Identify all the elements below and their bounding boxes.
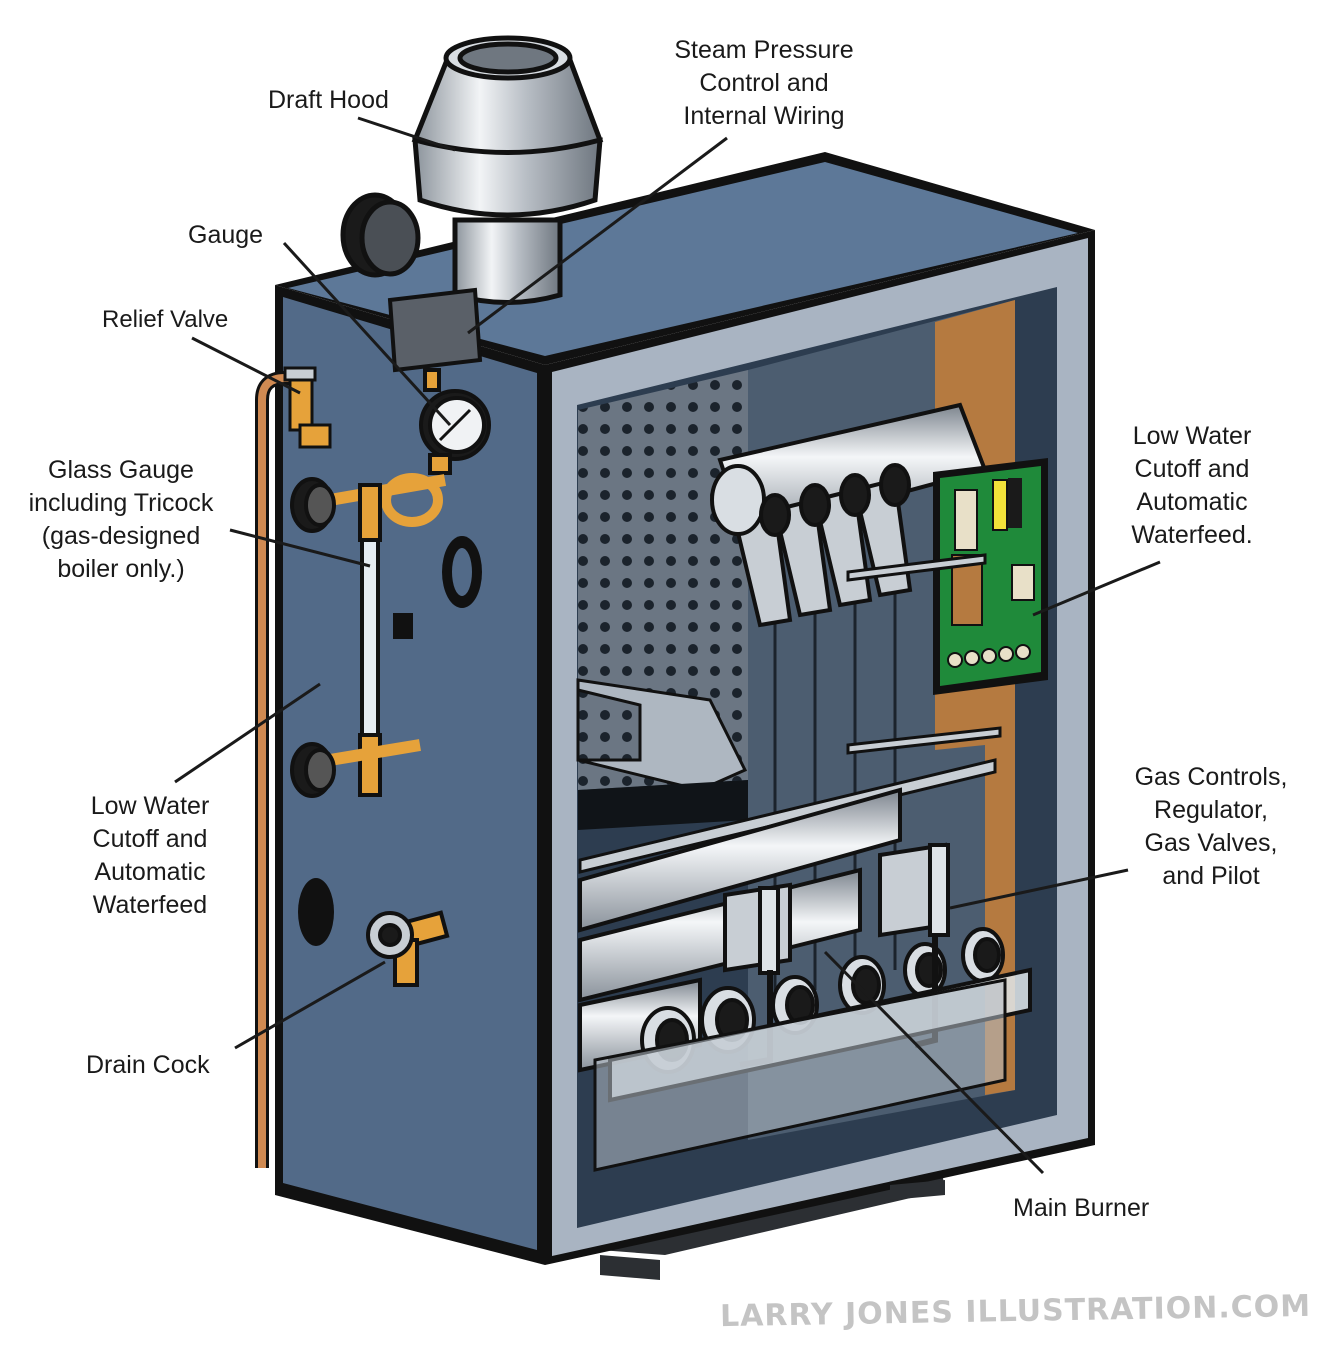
- leader-low-water-right: [1032, 560, 1161, 617]
- leader-relief-valve: [191, 336, 301, 395]
- leader-drain-cock: [234, 960, 386, 1050]
- label-main-burner: Main Burner: [1013, 1194, 1150, 1222]
- draft-hood: [411, 35, 604, 305]
- leader-draft-hood: [357, 116, 456, 152]
- leader-glass-gauge: [229, 528, 371, 568]
- top-port: [340, 192, 421, 278]
- heat-exchanger-manifold: [710, 402, 988, 628]
- burner-tray: [593, 967, 1032, 1172]
- label-steam-pressure-control: Steam Pressure Control and Internal Wiri…: [674, 36, 854, 130]
- leader-main-burner: [823, 950, 1045, 1175]
- leader-gas-controls: [949, 868, 1129, 910]
- leader-steam-pressure: [467, 136, 728, 335]
- pressure-gauge: [419, 389, 491, 475]
- cabinet-side-panel: [275, 285, 545, 1265]
- label-relief-valve: Relief Valve: [102, 306, 229, 333]
- cabinet-feet: [600, 1180, 945, 1280]
- steam-pressure-control: [387, 287, 483, 392]
- label-low-water-cutoff-left: Low Water Cutoff and Automatic Waterfeed: [90, 792, 210, 919]
- label-draft-hood: Draft Hood: [268, 86, 389, 114]
- leader-gauge: [282, 241, 452, 427]
- label-drain-cock: Drain Cock: [86, 1051, 210, 1079]
- leader-low-water-left: [174, 682, 321, 784]
- label-glass-gauge: Glass Gauge including Tricock (gas-desig…: [28, 456, 214, 583]
- label-gas-controls: Gas Controls, Regulator, Gas Valves, and…: [1134, 763, 1288, 890]
- pilot-rods: [578, 553, 1002, 874]
- cabinet-top-panel: [275, 152, 1095, 365]
- drain-cock: [366, 910, 450, 987]
- low-water-cutoff-board: [933, 458, 1048, 695]
- label-low-water-cutoff-right: Low Water Cutoff and Automatic Waterfeed…: [1131, 422, 1253, 549]
- side-openings: [298, 536, 482, 946]
- leader-lines: [174, 116, 1161, 1175]
- label-gauge: Gauge: [188, 221, 264, 249]
- relief-valve: [283, 366, 332, 449]
- baffle-plates: [576, 678, 748, 792]
- glass-gauge-assembly: [290, 473, 447, 798]
